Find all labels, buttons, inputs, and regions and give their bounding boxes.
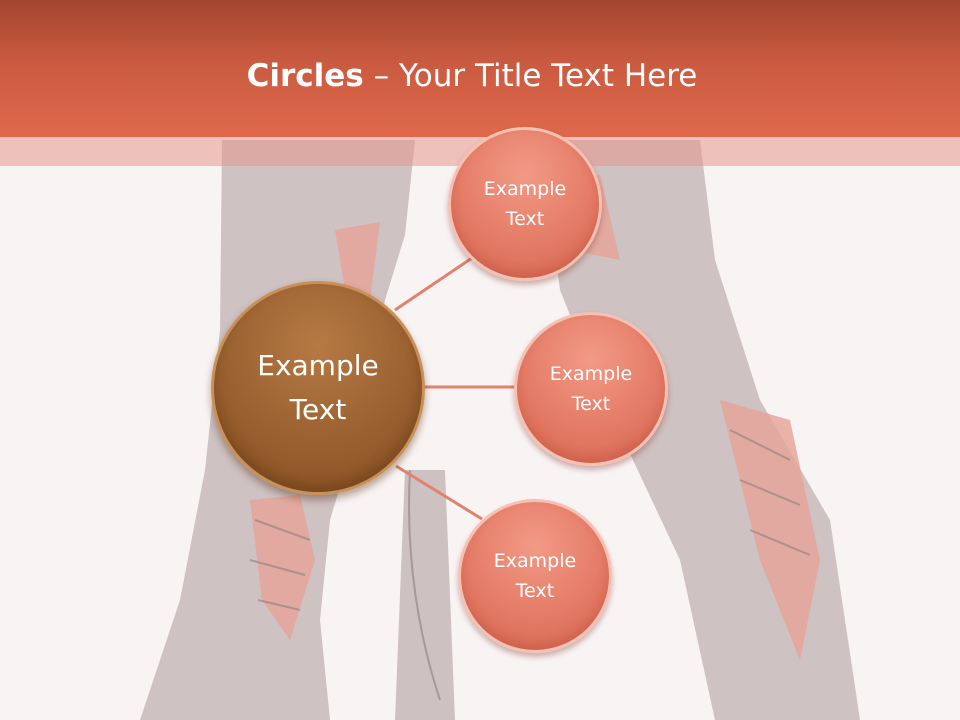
slide-title: Circles – Your Title Text Here xyxy=(0,52,944,100)
satellite-middle-line1: Example xyxy=(549,363,633,385)
connector-bottom xyxy=(395,464,483,521)
title-bold-word: Circles xyxy=(246,58,364,94)
satellite-top-line2: Text xyxy=(505,208,545,230)
satellite-circle-top[interactable]: Example Text xyxy=(448,127,602,281)
center-circle-line2: Text xyxy=(289,393,347,426)
center-circle[interactable]: Example Text xyxy=(211,281,425,495)
satellite-middle-line2: Text xyxy=(571,393,611,415)
title-bar xyxy=(0,0,960,137)
satellite-bottom-line1: Example xyxy=(493,550,577,572)
satellite-circle-bottom[interactable]: Example Text xyxy=(458,499,612,653)
center-circle-line1: Example xyxy=(257,349,379,382)
connector-top xyxy=(394,256,473,312)
satellite-bottom-line2: Text xyxy=(515,580,555,602)
satellite-circle-middle[interactable]: Example Text xyxy=(514,312,668,466)
satellite-top-line1: Example xyxy=(483,178,567,200)
title-rest: – Your Title Text Here xyxy=(363,58,698,94)
